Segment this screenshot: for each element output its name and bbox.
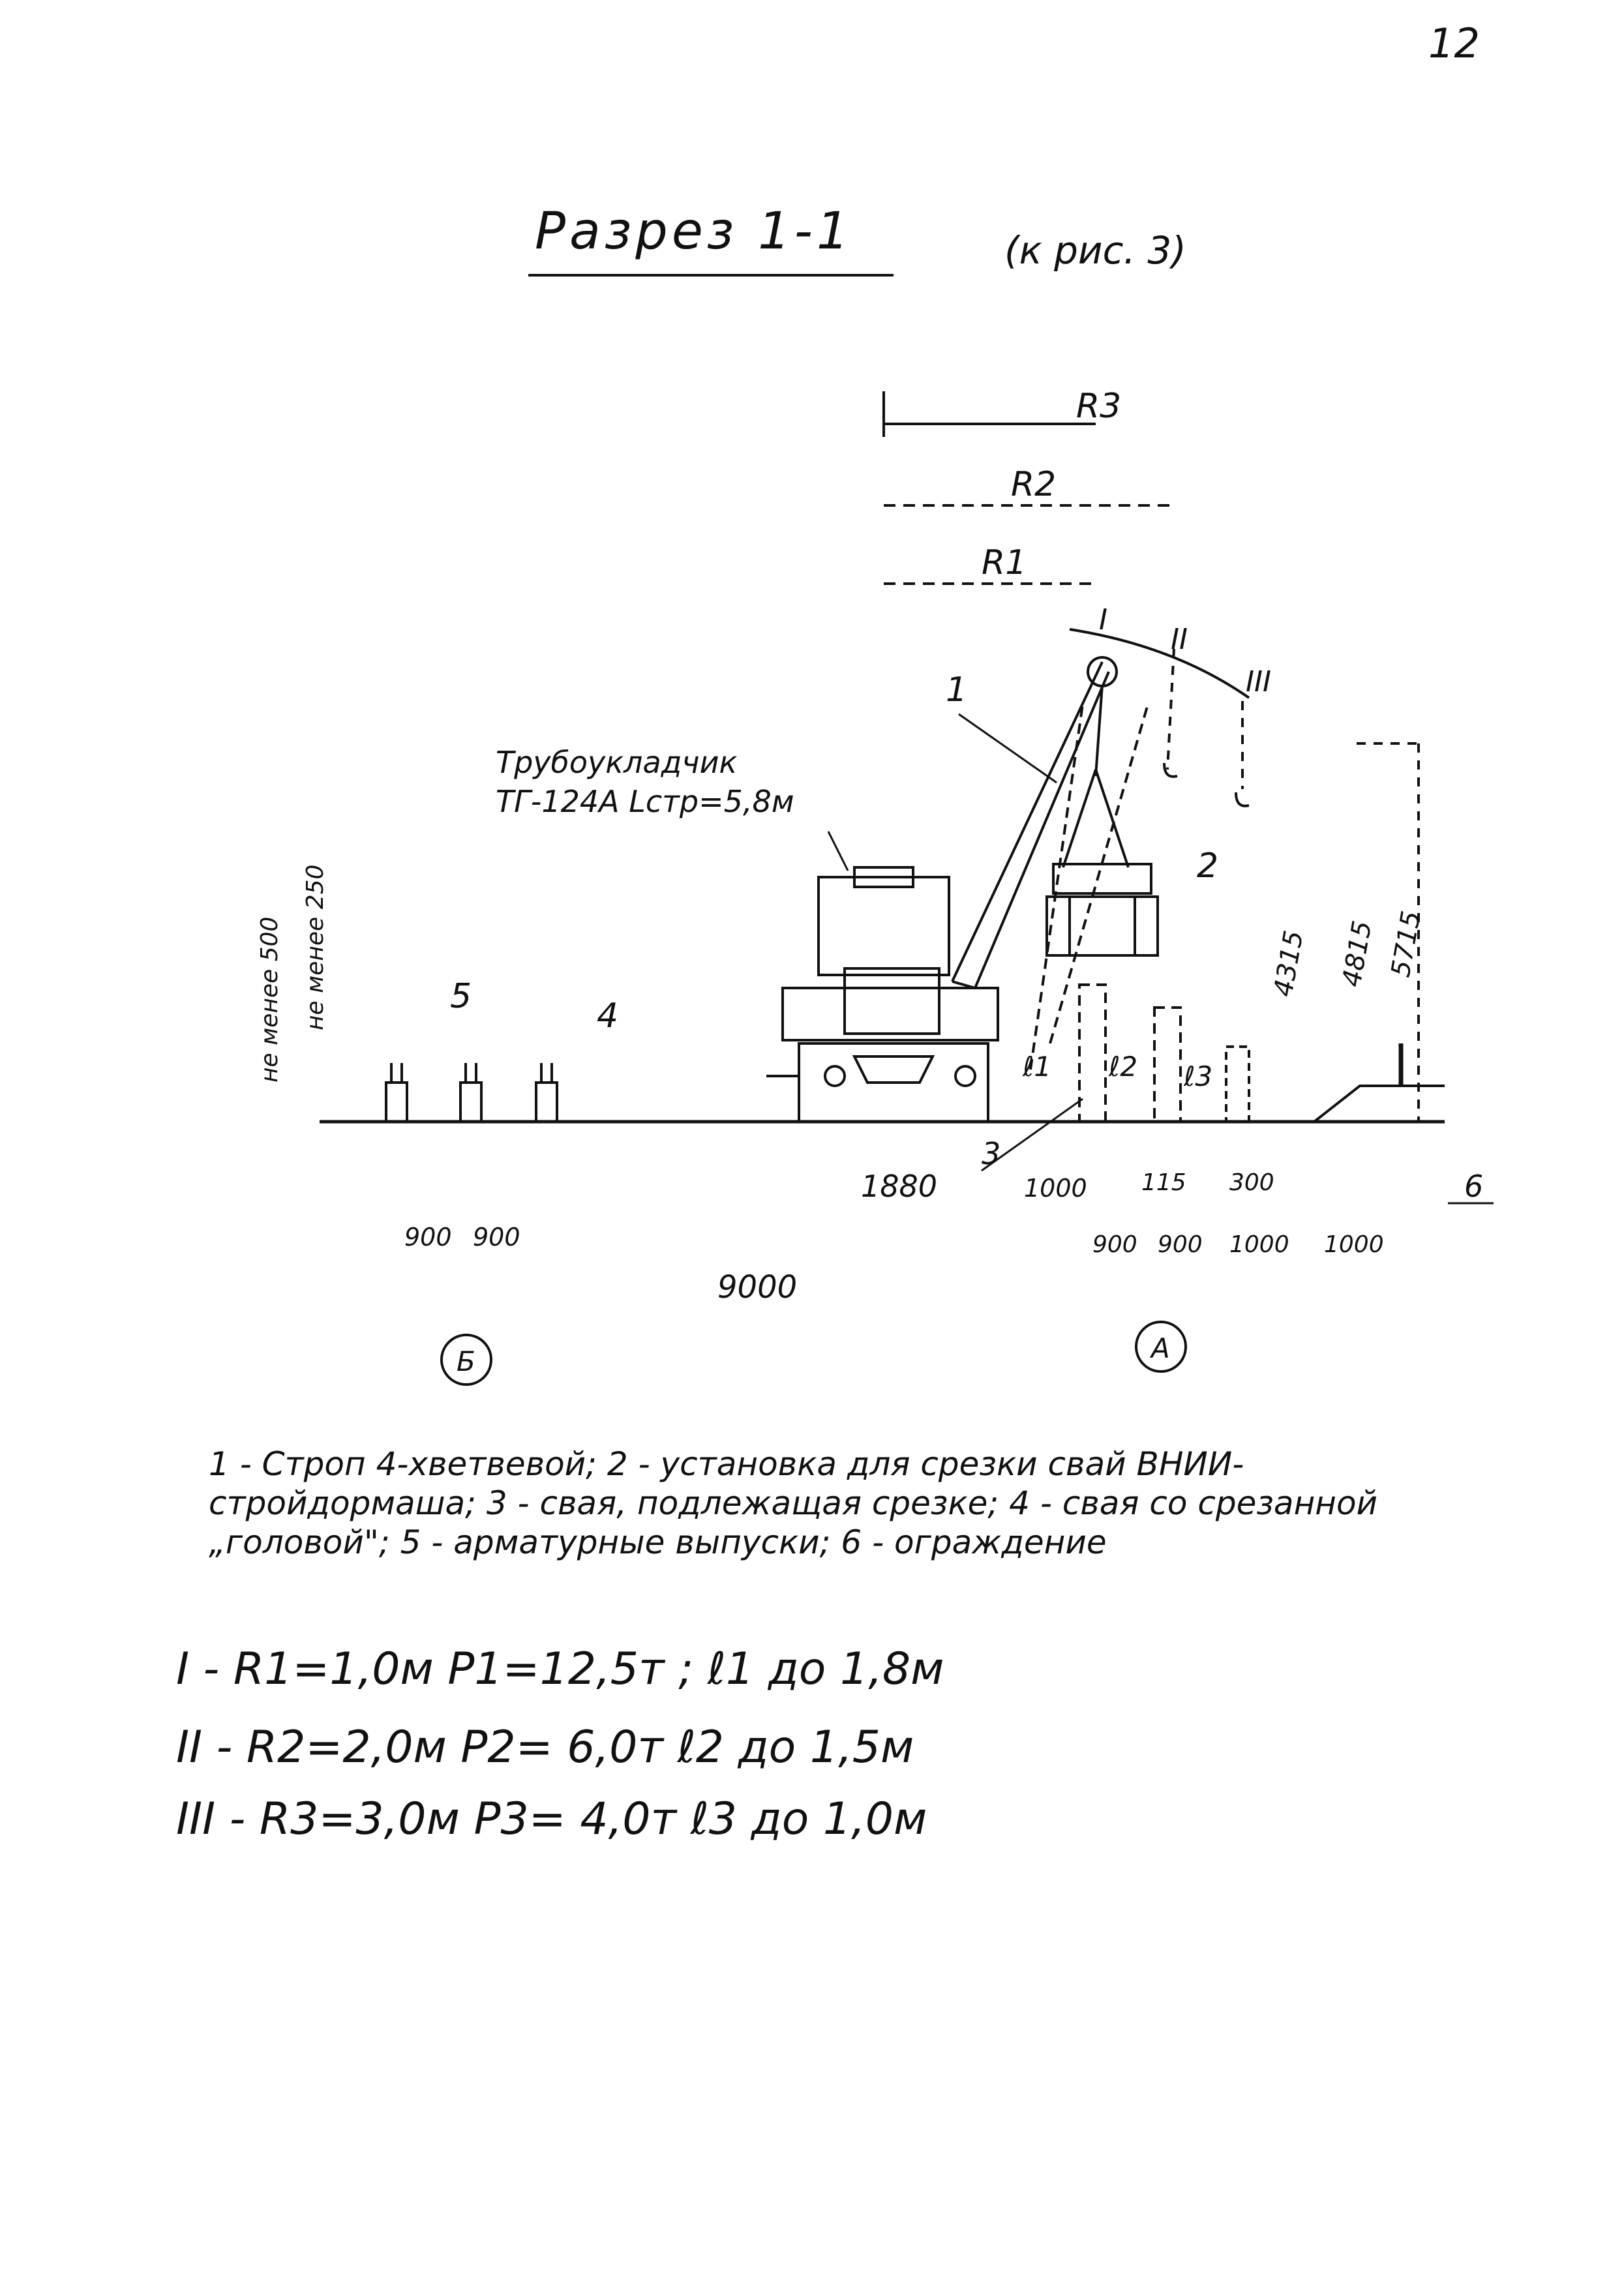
callout-1-leader bbox=[958, 713, 1057, 784]
height-extension-lines bbox=[1357, 742, 1420, 1122]
callout-2: 2 bbox=[1197, 846, 1218, 886]
callout-5: 5 bbox=[450, 977, 472, 1016]
callout-3-leader bbox=[981, 1098, 1083, 1172]
fence bbox=[1313, 1043, 1445, 1123]
sling bbox=[1062, 769, 1130, 868]
dim-1880: 1880 bbox=[861, 1169, 937, 1204]
label-l1: ℓ1 bbox=[1022, 1051, 1051, 1083]
label-r1: R1 bbox=[982, 543, 1027, 582]
position-i: I bbox=[1099, 603, 1107, 636]
title-underline bbox=[528, 274, 894, 277]
dim-1000: 1000 bbox=[1024, 1174, 1087, 1203]
axis-b-label: Б bbox=[457, 1345, 475, 1377]
callout-1: 1 bbox=[946, 670, 967, 710]
dim-1000-b: 1000 bbox=[1324, 1231, 1384, 1258]
axis-a-label: А bbox=[1149, 1332, 1170, 1364]
dim-300: 300 bbox=[1229, 1169, 1274, 1196]
height-4315: 4315 bbox=[1269, 928, 1310, 998]
label-l2: ℓ2 bbox=[1108, 1051, 1137, 1083]
pipelayer-spec: ТГ-124А Lстр=5,8м bbox=[496, 784, 794, 819]
min-500-note: не менее 500 bbox=[256, 917, 283, 1083]
label-r2: R2 bbox=[1011, 465, 1056, 504]
dim-900-b: 900 bbox=[473, 1223, 520, 1251]
pipelayer-name: Трубоукладчик bbox=[496, 745, 738, 780]
hook-ii bbox=[1163, 762, 1178, 778]
height-5715: 5715 bbox=[1386, 908, 1427, 979]
cut-piles bbox=[385, 1063, 558, 1123]
hook-drops bbox=[1166, 648, 1244, 789]
load-case-2: II - R2=2,0м P2= 6,0т ℓ2 до 1,5м bbox=[176, 1722, 914, 1773]
legend-text: 1 - Строп 4-хветвевой; 2 - установка для… bbox=[209, 1445, 1378, 1561]
dim-1000-a: 1000 bbox=[1229, 1231, 1289, 1258]
label-r3: R3 bbox=[1076, 387, 1121, 426]
crane-boom bbox=[951, 656, 1118, 989]
min-250-note: не менее 250 bbox=[302, 865, 329, 1030]
boom-alt-position bbox=[1029, 704, 1084, 1070]
section-drawing: R3 R2 R1 I II III 1 2 bbox=[256, 387, 1494, 1386]
axis-a-circle bbox=[1135, 1321, 1187, 1373]
uncut-piles bbox=[1078, 983, 1250, 1123]
pipelayer bbox=[766, 866, 999, 1123]
dim-900-d: 900 bbox=[1158, 1231, 1203, 1258]
hook-iii bbox=[1235, 792, 1250, 807]
dim-115: 115 bbox=[1141, 1169, 1186, 1196]
pipelayer-leader bbox=[827, 831, 849, 871]
label-l3: ℓ3 bbox=[1183, 1060, 1212, 1092]
height-4815: 4815 bbox=[1337, 918, 1378, 989]
cutting-unit bbox=[1045, 863, 1159, 957]
load-case-3: III - R3=3,0м P3= 4,0т ℓ3 до 1,0м bbox=[176, 1793, 927, 1845]
dim-900-c: 900 bbox=[1092, 1231, 1137, 1258]
axis-b-circle bbox=[440, 1334, 492, 1386]
callout-4: 4 bbox=[597, 996, 618, 1036]
dim-900-a: 900 bbox=[404, 1223, 452, 1251]
callout-6: 6 bbox=[1464, 1169, 1483, 1204]
load-case-1: I - R1=1,0м P1=12,5т ; ℓ1 до 1,8м bbox=[176, 1643, 944, 1695]
dim-9000: 9000 bbox=[717, 1269, 797, 1306]
position-iii: III bbox=[1246, 665, 1271, 698]
figure-reference: (к рис. 3) bbox=[1004, 228, 1186, 273]
hook-arc bbox=[1069, 628, 1250, 699]
radius-lines bbox=[882, 391, 1174, 585]
section-title: Разрез 1-1 bbox=[535, 202, 853, 261]
boom-alt-position-2 bbox=[1049, 704, 1149, 1044]
callout-3: 3 bbox=[982, 1136, 1000, 1171]
page-number: 12 bbox=[1428, 20, 1480, 67]
